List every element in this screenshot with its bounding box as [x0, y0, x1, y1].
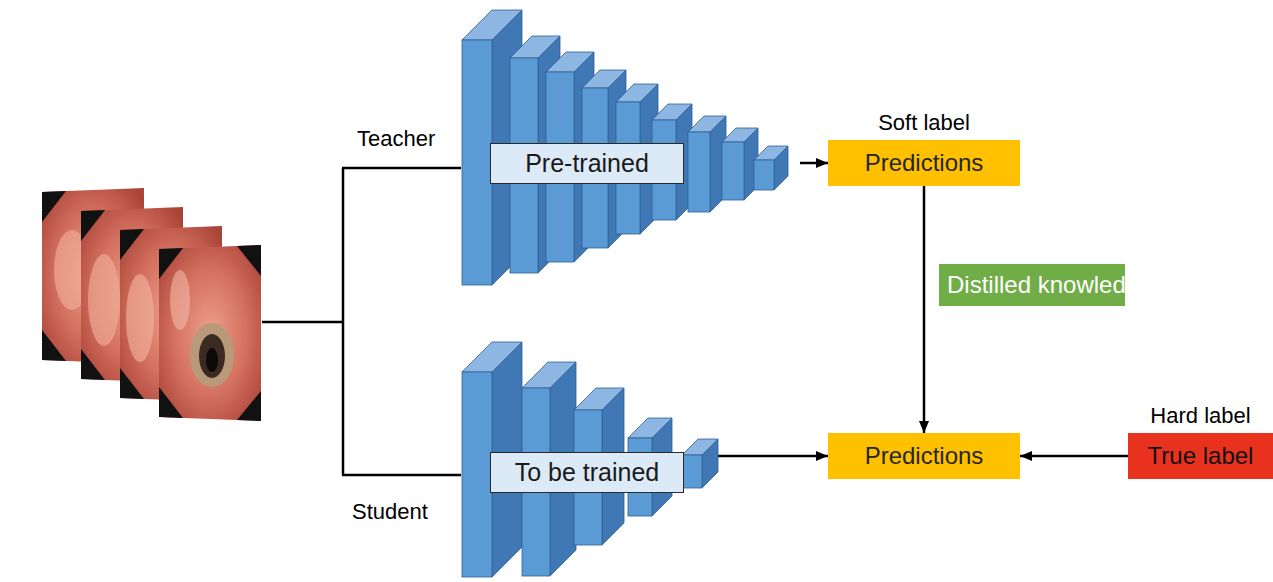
block-top	[462, 342, 522, 372]
block-top	[628, 418, 672, 438]
endoscopy-frame	[159, 245, 261, 421]
prediction-box: Predictions	[828, 433, 1020, 479]
block-front	[722, 142, 744, 200]
arrow-connector	[710, 455, 828, 458]
frame-corner	[42, 330, 66, 361]
block-top	[682, 439, 718, 455]
arrow-connector	[1020, 455, 1128, 458]
block-top	[754, 146, 788, 160]
block-top	[582, 70, 626, 88]
block-top	[546, 52, 594, 72]
block-front	[682, 455, 702, 488]
true-label-box: Hard labelTrue label	[1128, 433, 1273, 479]
frame-corner	[81, 349, 105, 380]
box-heading: Soft label	[878, 110, 970, 136]
frame-corner	[237, 245, 261, 276]
network-label-text: Pre-trained	[525, 149, 649, 177]
box-heading: Hard label	[1150, 403, 1250, 429]
branch-label: Student	[352, 499, 428, 525]
trachea-ring	[190, 323, 234, 387]
block-front	[462, 372, 492, 577]
box-text: Predictions	[865, 442, 984, 470]
branch-label: Teacher	[357, 126, 435, 152]
frame-corner	[120, 368, 144, 399]
frame-image	[159, 245, 261, 421]
block-top	[722, 128, 758, 142]
tissue-fold	[88, 254, 120, 346]
student-network: To be trained	[460, 330, 710, 582]
knowledge-label: Distilled knowledge	[939, 264, 1125, 306]
layer-block	[682, 439, 718, 488]
block-front	[754, 160, 774, 190]
teacher-network: Pre-trained	[460, 8, 800, 298]
block-top	[652, 104, 692, 120]
layer-block	[688, 116, 726, 212]
block-top	[522, 362, 576, 388]
input-wire	[342, 474, 461, 477]
trachea-lumen	[199, 334, 225, 378]
input-wire	[342, 168, 345, 475]
layer-block	[754, 146, 788, 190]
frame-corner	[159, 387, 183, 418]
block-top	[462, 10, 522, 40]
frame-corner	[42, 191, 66, 222]
network-label: Pre-trained	[490, 143, 684, 184]
network-label: To be trained	[490, 452, 684, 493]
block-top	[616, 84, 658, 102]
block-top	[688, 116, 726, 132]
input-wire	[262, 321, 343, 324]
trachea-lumen	[206, 348, 218, 372]
box-text: Predictions	[865, 149, 984, 177]
prediction-box: Soft labelPredictions	[828, 140, 1020, 186]
tissue-fold	[126, 274, 154, 362]
box-text: True label	[1148, 442, 1254, 470]
network-label-text: To be trained	[515, 458, 660, 486]
layer-block	[722, 128, 758, 200]
tissue-fold	[170, 270, 190, 330]
frame-corner	[237, 391, 261, 421]
block-top	[574, 388, 624, 410]
arrow-connector	[800, 162, 828, 165]
input-wire	[342, 167, 461, 170]
block-top	[510, 36, 560, 58]
input-wires	[262, 168, 461, 475]
arrow-connector	[923, 186, 926, 433]
frame-corner	[81, 210, 105, 241]
block-front	[462, 40, 492, 285]
block-front	[688, 132, 710, 212]
frame-corner	[120, 229, 144, 260]
